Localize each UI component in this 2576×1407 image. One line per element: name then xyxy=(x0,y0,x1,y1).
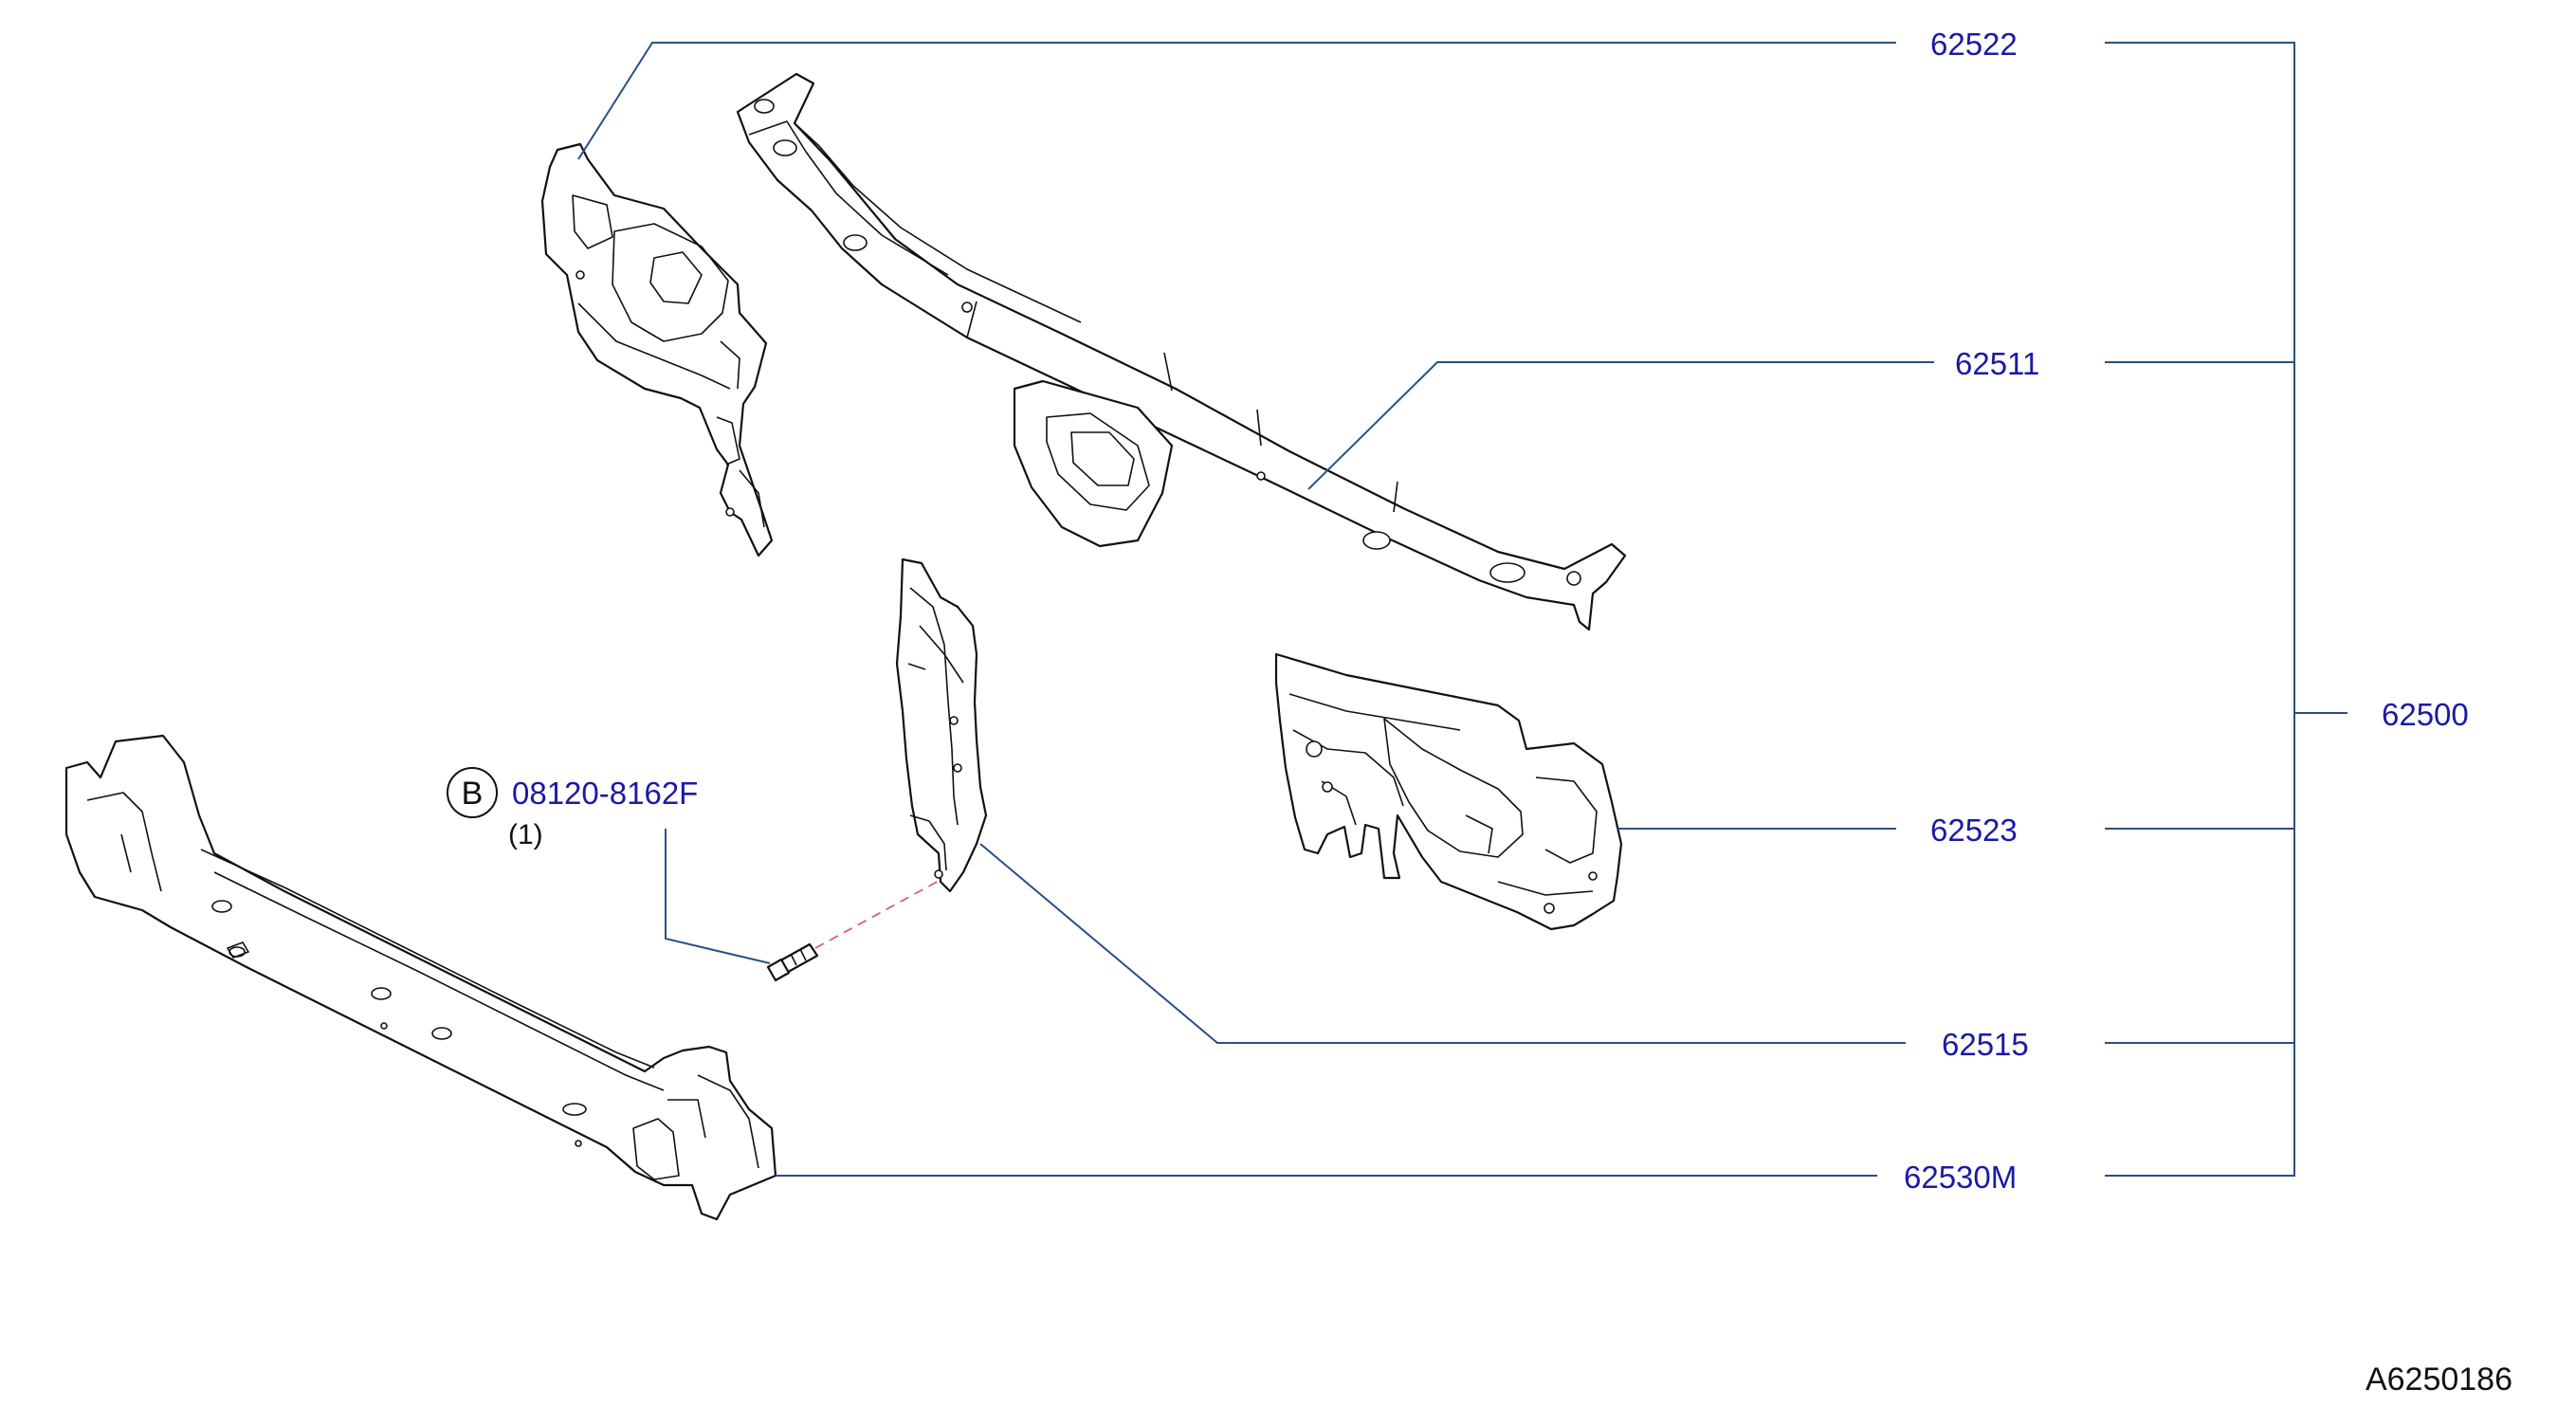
callout-62515[interactable]: 62515 xyxy=(1942,1027,2029,1062)
part-62522-drawing[interactable] xyxy=(540,142,774,557)
bolt-axis-dashed-line xyxy=(814,879,941,949)
callout-62523[interactable]: 62523 xyxy=(1930,813,2018,848)
part-62515-drawing[interactable] xyxy=(895,557,988,893)
callout-bolt-part-number[interactable]: 08120-8162F xyxy=(512,776,698,811)
callout-62530m[interactable]: 62530M xyxy=(1904,1160,2017,1195)
callout-62500[interactable]: 62500 xyxy=(2382,697,2469,732)
leader-62515 xyxy=(979,843,1906,1044)
bolt-08120-8162f-drawing[interactable] xyxy=(766,942,819,982)
diagram-code: A6250186 xyxy=(2366,1361,2512,1398)
leader-lines xyxy=(577,42,2348,1177)
callout-62511[interactable]: 62511 xyxy=(1955,346,2039,381)
part-62530m-drawing[interactable] xyxy=(64,734,777,1221)
bolt-quantity: (1) xyxy=(508,819,543,850)
bolt-badge-letter: B xyxy=(462,776,484,812)
part-62511-drawing[interactable] xyxy=(736,72,1627,631)
leader-62522 xyxy=(577,42,1896,160)
bolt-badge-circle xyxy=(447,767,498,818)
part-62523-drawing[interactable] xyxy=(1274,652,1623,931)
leader-62511 xyxy=(1307,361,1934,490)
leader-bolt xyxy=(665,829,771,964)
bracket-62500 xyxy=(2105,42,2348,1177)
callout-62522[interactable]: 62522 xyxy=(1930,27,2018,62)
